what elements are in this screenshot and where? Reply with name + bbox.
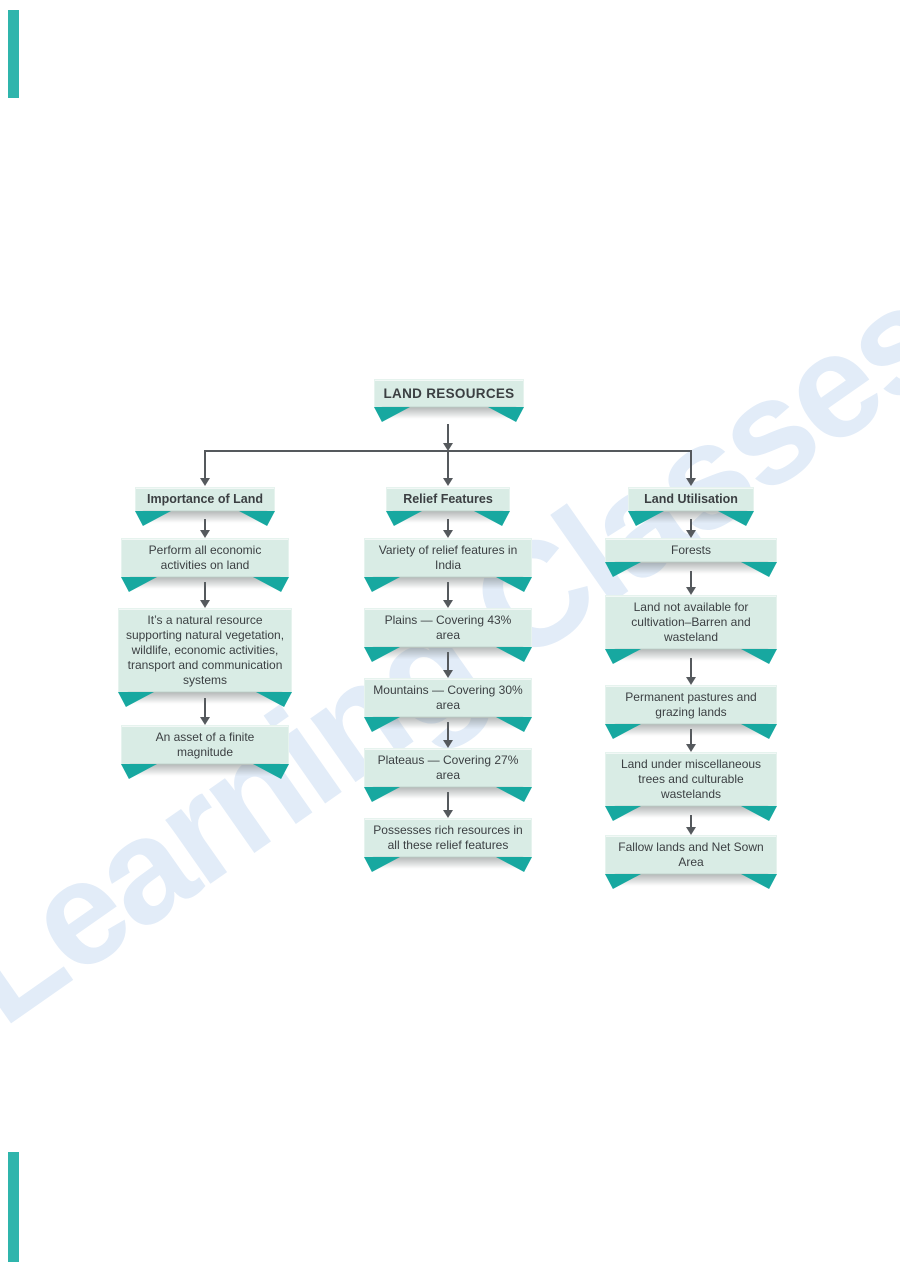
node-pastures: Permanent pastures and grazing lands: [605, 685, 777, 725]
connector-stem: [690, 815, 692, 827]
connector-branch-arrowhead-right: [686, 478, 696, 486]
connector-branch-arrowhead-center: [443, 478, 453, 486]
node-finite-magnitude: An asset of a finite magnitude: [121, 725, 289, 765]
connector-arrowhead: [686, 677, 696, 685]
column-header-label: Relief Features: [386, 487, 510, 512]
connector-stem: [447, 722, 449, 740]
node-label: Permanent pastures and grazing lands: [605, 685, 777, 725]
left-edge-marker-top: [8, 10, 19, 98]
node-importance-of-land-header: Importance of Land: [135, 487, 275, 512]
node-mountains: Mountains — Covering 30% area: [364, 678, 532, 718]
connector-stem: [690, 519, 692, 531]
node-fallow-lands: Fallow lands and Net Sown Area: [605, 835, 777, 875]
connector-stem: [447, 652, 449, 670]
connector-stem: [690, 571, 692, 587]
node-label: Perform all economic activities on land: [121, 538, 289, 578]
connector-arrowhead: [200, 600, 210, 608]
connector-root-arrowhead: [443, 443, 453, 451]
connector-arrowhead: [443, 810, 453, 818]
connector-arrowhead: [443, 600, 453, 608]
node-economic-activities: Perform all economic activities on land: [121, 538, 289, 578]
node-natural-resource: It’s a natural resource supporting natur…: [118, 608, 292, 693]
connector-branch-stem-right: [690, 451, 692, 478]
connector-arrowhead: [686, 530, 696, 538]
node-rich-resources: Possesses rich resources in all these re…: [364, 818, 532, 858]
connector-root-stem: [447, 424, 449, 444]
connector-arrowhead: [443, 740, 453, 748]
node-label: Possesses rich resources in all these re…: [364, 818, 532, 858]
node-label: Fallow lands and Net Sown Area: [605, 835, 777, 875]
node-plains: Plains — Covering 43% area: [364, 608, 532, 648]
connector-branch-stem-center: [447, 451, 449, 478]
node-miscellaneous-trees: Land under miscellaneous trees and cultu…: [605, 752, 777, 807]
connector-arrowhead: [443, 670, 453, 678]
connector-stem: [690, 729, 692, 744]
node-plateaus: Plateaus — Covering 27% area: [364, 748, 532, 788]
connector-stem: [204, 698, 206, 717]
node-label: It’s a natural resource supporting natur…: [118, 608, 292, 693]
node-land-utilisation-header: Land Utilisation: [628, 487, 754, 512]
column-header-label: Importance of Land: [135, 487, 275, 512]
node-forests: Forests: [605, 538, 777, 563]
node-label: Plateaus — Covering 27% area: [364, 748, 532, 788]
column-header-label: Land Utilisation: [628, 487, 754, 512]
connector-arrowhead: [443, 530, 453, 538]
node-land-resources: LAND RESOURCES: [374, 379, 524, 408]
connector-arrowhead: [200, 530, 210, 538]
connector-arrowhead: [200, 717, 210, 725]
connector-stem: [447, 519, 449, 531]
node-land-resources-label: LAND RESOURCES: [374, 379, 524, 408]
connector-branch-arrowhead-left: [200, 478, 210, 486]
node-label: Variety of relief features in India: [364, 538, 532, 578]
node-barren-wasteland: Land not available for cultivation–Barre…: [605, 595, 777, 650]
node-variety-relief: Variety of relief features in India: [364, 538, 532, 578]
node-label: Forests: [605, 538, 777, 563]
node-label: Land not available for cultivation–Barre…: [605, 595, 777, 650]
connector-stem: [447, 792, 449, 810]
left-edge-marker-bottom: [8, 1152, 19, 1262]
connector-stem: [447, 582, 449, 600]
connector-arrowhead: [686, 744, 696, 752]
connector-branch-stem-left: [204, 451, 206, 478]
connector-stem: [690, 658, 692, 677]
connector-arrowhead: [686, 587, 696, 595]
connector-arrowhead: [686, 827, 696, 835]
node-label: Mountains — Covering 30% area: [364, 678, 532, 718]
node-relief-features-header: Relief Features: [386, 487, 510, 512]
node-label: Plains — Covering 43% area: [364, 608, 532, 648]
connector-stem: [204, 519, 206, 531]
node-label: An asset of a finite magnitude: [121, 725, 289, 765]
node-label: Land under miscellaneous trees and cultu…: [605, 752, 777, 807]
connector-stem: [204, 582, 206, 600]
